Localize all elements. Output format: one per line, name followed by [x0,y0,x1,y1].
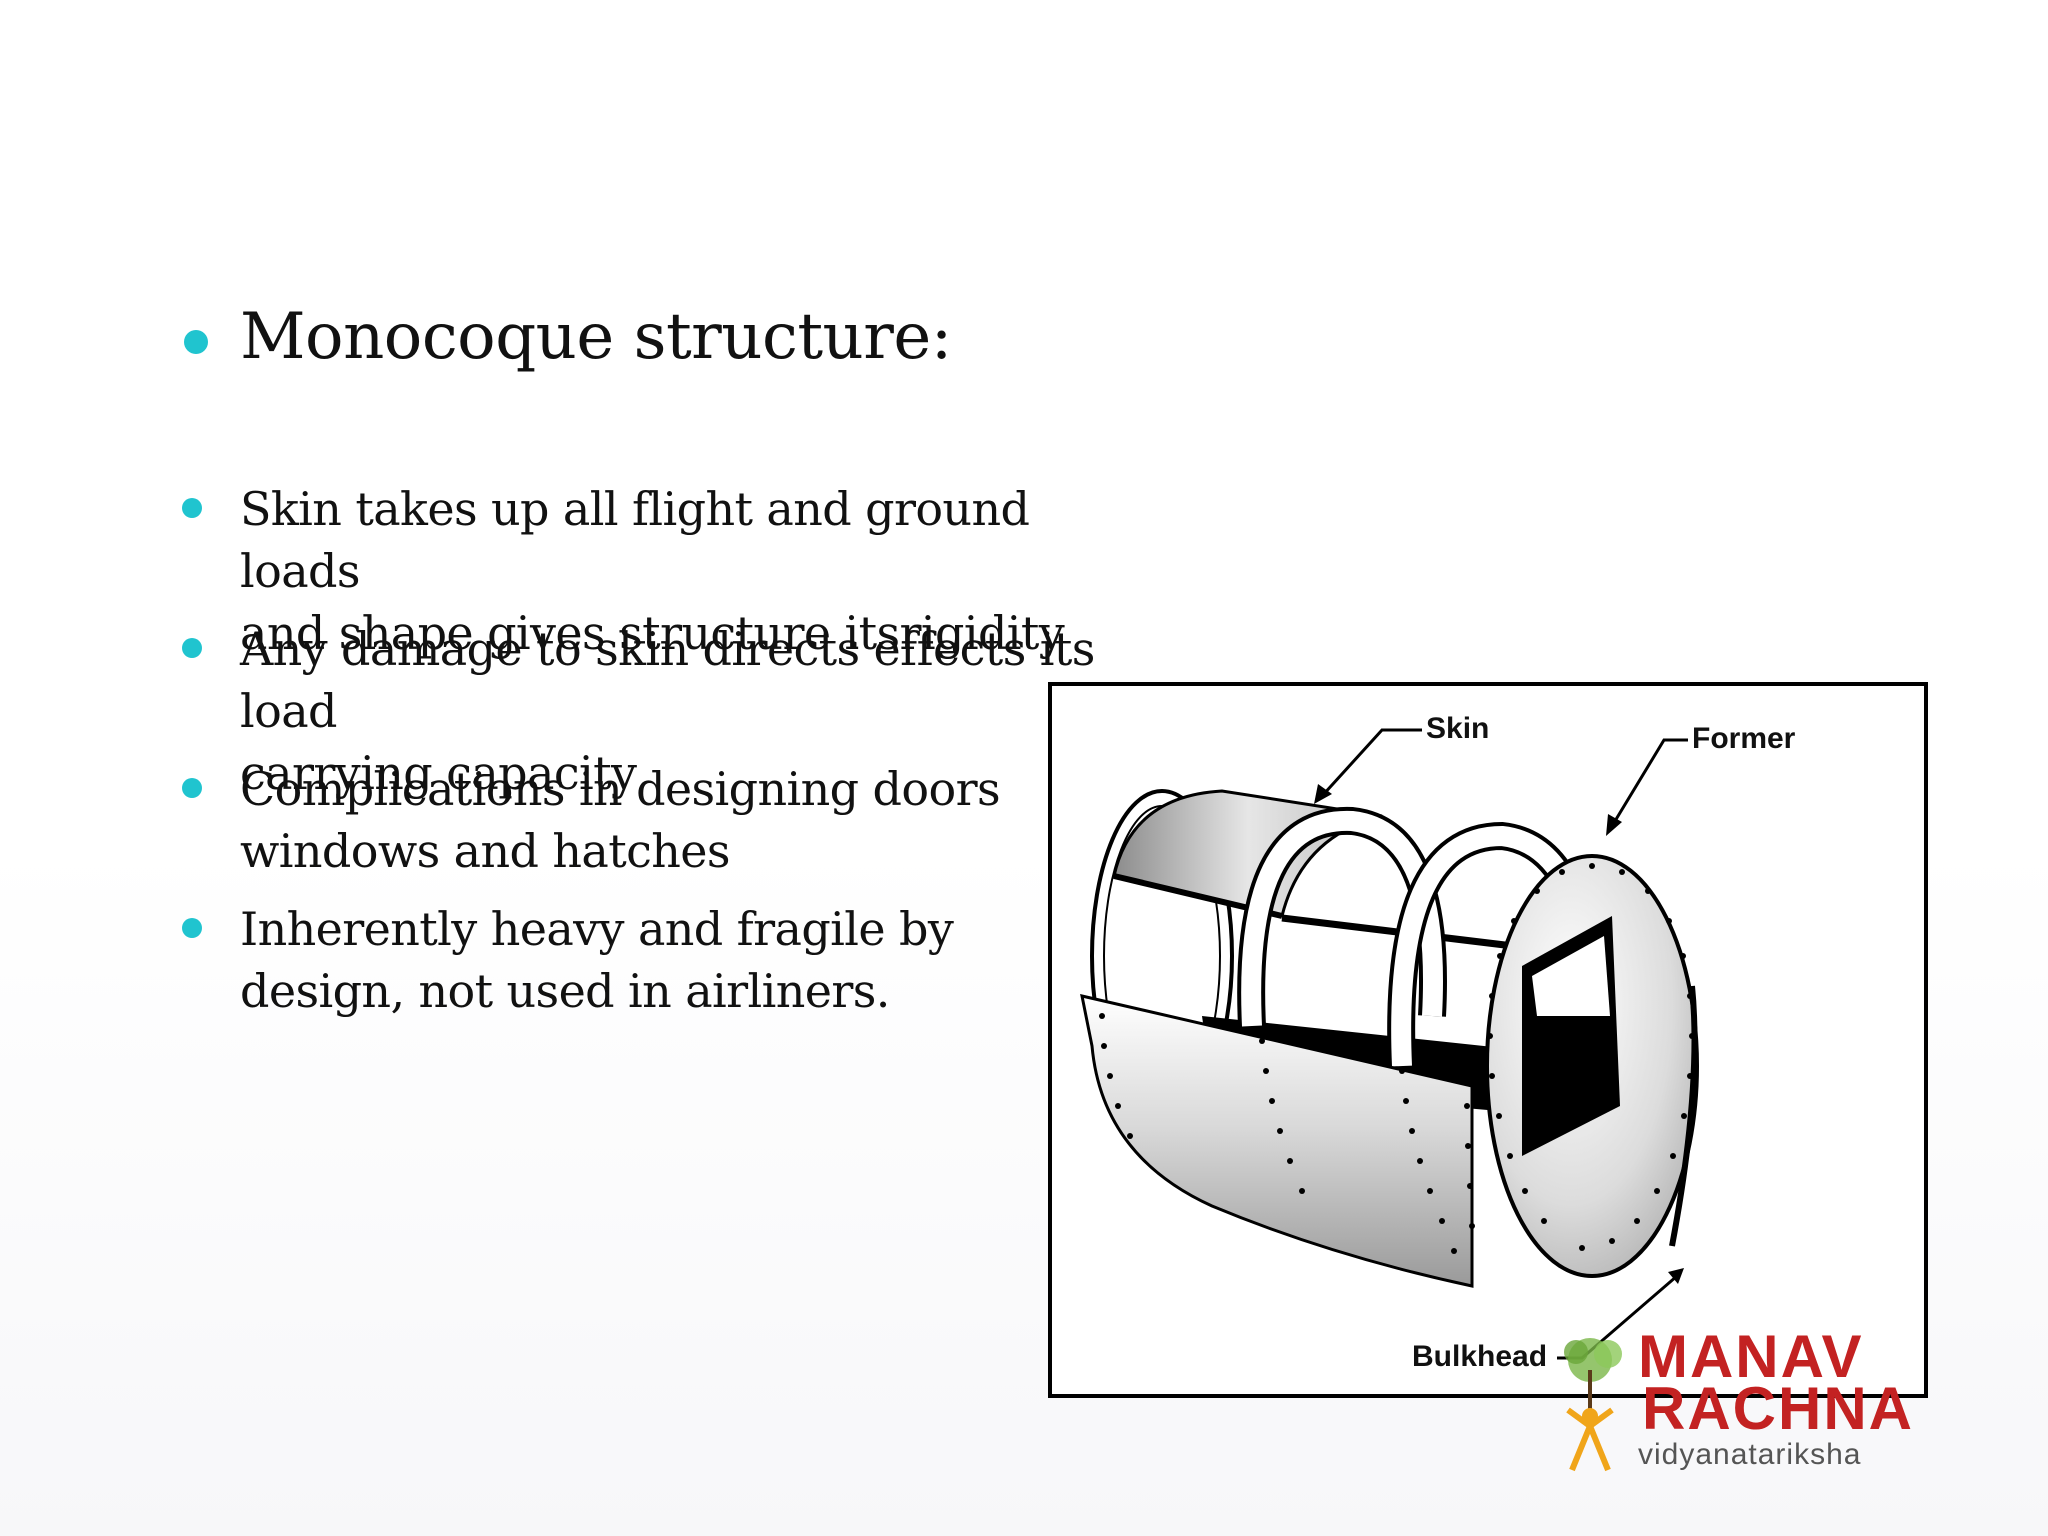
bullet-2-line-1: Any damage to skin directs effects its l… [240,622,1095,738]
logo-tree-figure-icon [1564,1338,1622,1472]
lower-skin-panel [1080,994,1474,1288]
logo-text-rachna: RACHNA [1642,1375,1914,1442]
label-skin: Skin [1426,712,1489,745]
bullet-dot [182,638,202,658]
monocoque-diagram: Skin Former Bulkhead [1048,682,1928,1398]
slide-title: Monocoque structure: [240,300,952,374]
bullet-dot [182,498,202,518]
bullet-item-1: Skin takes up all flight and ground load… [240,478,1140,664]
bullet-3-line-1: Complications in designing doors [240,762,1001,816]
bullet-1-line-2: and shape gives structure itsrigidity [240,606,1065,660]
rivets-bulkhead [1487,863,1695,1251]
bullet-3-line-2: windows and hatches [240,824,731,878]
logo-text-manav: MANAV [1638,1323,1864,1390]
monocoque-drawing: Skin Former Bulkhead [1080,712,1796,1373]
bullet-4-line-1: Inherently heavy and fragile by [240,902,954,956]
rivets-lower [1099,1013,1475,1254]
bullet-dot [182,778,202,798]
bullet-dot [182,918,202,938]
bullet-item-4: Inherently heavy and fragile by design, … [240,898,1140,1022]
label-former: Former [1692,722,1796,755]
bullet-item-3: Complications in designing doors windows… [240,758,1140,882]
title-bullet-dot [184,330,208,354]
manav-rachna-logo: MANAV RACHNA vidyanatariksha [1548,1323,1998,1480]
bullet-item-2: Any damage to skin directs effects its l… [240,618,1140,804]
bullet-1-line-1: Skin takes up all flight and ground load… [240,482,1030,598]
label-bulkhead: Bulkhead [1412,1340,1547,1373]
bullet-2-line-2: carrying capacity [240,746,637,800]
bullet-4-line-2: design, not used in airliners. [240,964,890,1018]
logo-tagline: vidyanatariksha [1638,1438,1862,1471]
